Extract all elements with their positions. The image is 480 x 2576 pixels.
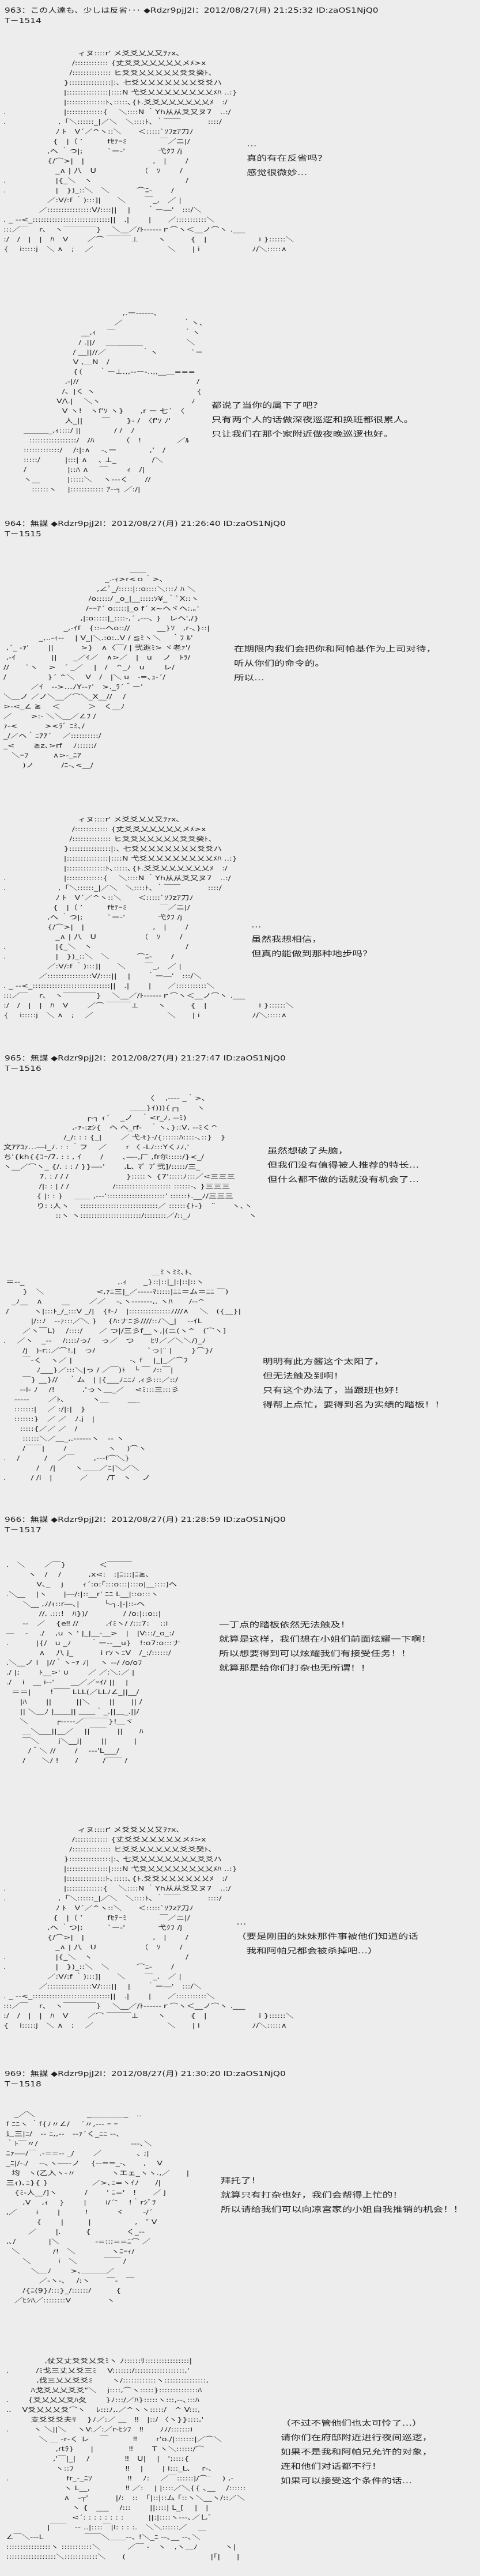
ascii-art-face: ィヌ::::r' メ爻爻乂乂又ｦｧx､ /:::::::::::: {丈爻爻乂乂… xyxy=(3,816,294,1019)
ascii-art-seated-character: ,仗又丈爻爻乂爻ﾐヽ ﾉ::::::ﾘ::::::::::::::::| . /… xyxy=(6,2357,246,2560)
ascii-art-bowing-character: _／＼ _＿＿＿＿_ .. f ﾆﾆヽ ｀f{ﾉ〃∠/ ´〃,‐‐‐ ｰ ｰ 辶… xyxy=(6,2111,190,2304)
ascii-art-robot-character: . ＼ ／￣} ＜￣￣￣ ヽ / / ,x<: :|ﾆ:::|ﾆ≧､ V､_ j… xyxy=(6,1561,181,1764)
dialogue-text: … 虽然我想相信， 但真的能做到那种地步吗？ xyxy=(251,921,373,959)
ascii-art-sunglasses-man: ,.ー‐‐‐‐‐-､ ／ ｀ヽ､ __,ｨ ￣ ｀ヽ / .||/ ___＿＿＿… xyxy=(23,309,203,493)
post-header: 965：無謀 ◆Rdzr9pjJ2I：2012/08/27(月) 21:27:4… xyxy=(5,1054,286,1062)
dialogue-text: 明明有此方酱这个太阳了， 但无法触及到啊！ 只有这个办法了，当跟班也好！ 得帮上… xyxy=(263,1358,445,1410)
ascii-art-face: ィヌ::::r' メ爻爻乂乂又ｦｧx､ /:::::::::::: {丈爻爻乂乂… xyxy=(3,1826,294,2029)
ascii-art-lying-character: 〈 ,‐‐‐- _｀>､ ＿＿}ｲ))){┌┐ ヽ ┌‐┐ ｨ´ _ノ ｀<r_… xyxy=(3,1094,257,1219)
post-number: T－1515 xyxy=(5,530,41,538)
post-header: 966：無謀 ◆Rdzr9pjJ2I：2012/08/27(月) 21:28:5… xyxy=(5,1516,286,1524)
post-number: T－1514 xyxy=(5,17,41,25)
dialogue-text: … （要是刚田的妹妹那件事被他们知道的话 我和阿帕兄都会被杀掉吧…） xyxy=(236,1918,418,1956)
dialogue-text: （不过不管他们也太可怜了…） 请你们在府邸附近进行夜间巡逻， 如果不是我和阿帕兄… xyxy=(281,2419,433,2486)
post-number: T－1517 xyxy=(5,1526,41,1534)
ascii-art-face: ィヌ::::r' メ爻爻乂乂又ｦｧx､ /:::::::::::: {丈爻爻乂乂… xyxy=(3,50,294,253)
dialogue-text: 一丁点的踏板依然无法触及！ 就算是这样，我们想在小姐们前面炫耀一下啊！ 所以想要… xyxy=(219,1621,432,1673)
post-header: 963：この人達も、少しは反省･･･ ◆Rdzr9pjJ2I：2012/08/2… xyxy=(5,6,379,14)
dialogue-text: 都说了当你的属下了吧？ 只有两个人的话做深夜巡逻和换班都很累人。 只让我们在那个… xyxy=(211,401,414,439)
dialogue-text: … 真的有在反省吗？ 感觉很微妙… xyxy=(247,140,328,177)
ascii-art-character: ＿＿ _.-ｨ>r<ｏ｀>､ ,∠ﾟ_/:::::|::o::::＼:::ﾉ ﾊ… xyxy=(3,566,210,769)
post-number: T－1516 xyxy=(5,1065,41,1073)
post-header: 964：無謀 ◆Rdzr9pjJ2I：2012/08/27(月) 21:26:4… xyxy=(5,520,286,528)
dialogue-text: 虽然想破了头脑， 但我们没有值得被人推荐的特长… 但什么都不做的话就没有机会了… xyxy=(267,1147,419,1184)
post-number: T－1518 xyxy=(5,2080,41,2088)
post-header: 969：無謀 ◆Rdzr9pjJ2I：2012/08/27(月) 21:30:2… xyxy=(5,2070,286,2078)
dialogue-text: 在期限内我们会把你和阿帕基作为上司对待， 听从你们的命令的。 所以… xyxy=(234,645,437,683)
ascii-art-sun-character: ＿ﾐヽﾐﾐ､ﾄ､ ＝‐‐_ ,.ｨ _}::|::|_|:|::|::ヽ } ＼… xyxy=(3,1268,241,1482)
dialogue-text: 拜托了！ 就算只有打杂也好，我们会帮得上忙的！ 所以请给我们可以向凉宫家的小姐自… xyxy=(221,2177,464,2214)
